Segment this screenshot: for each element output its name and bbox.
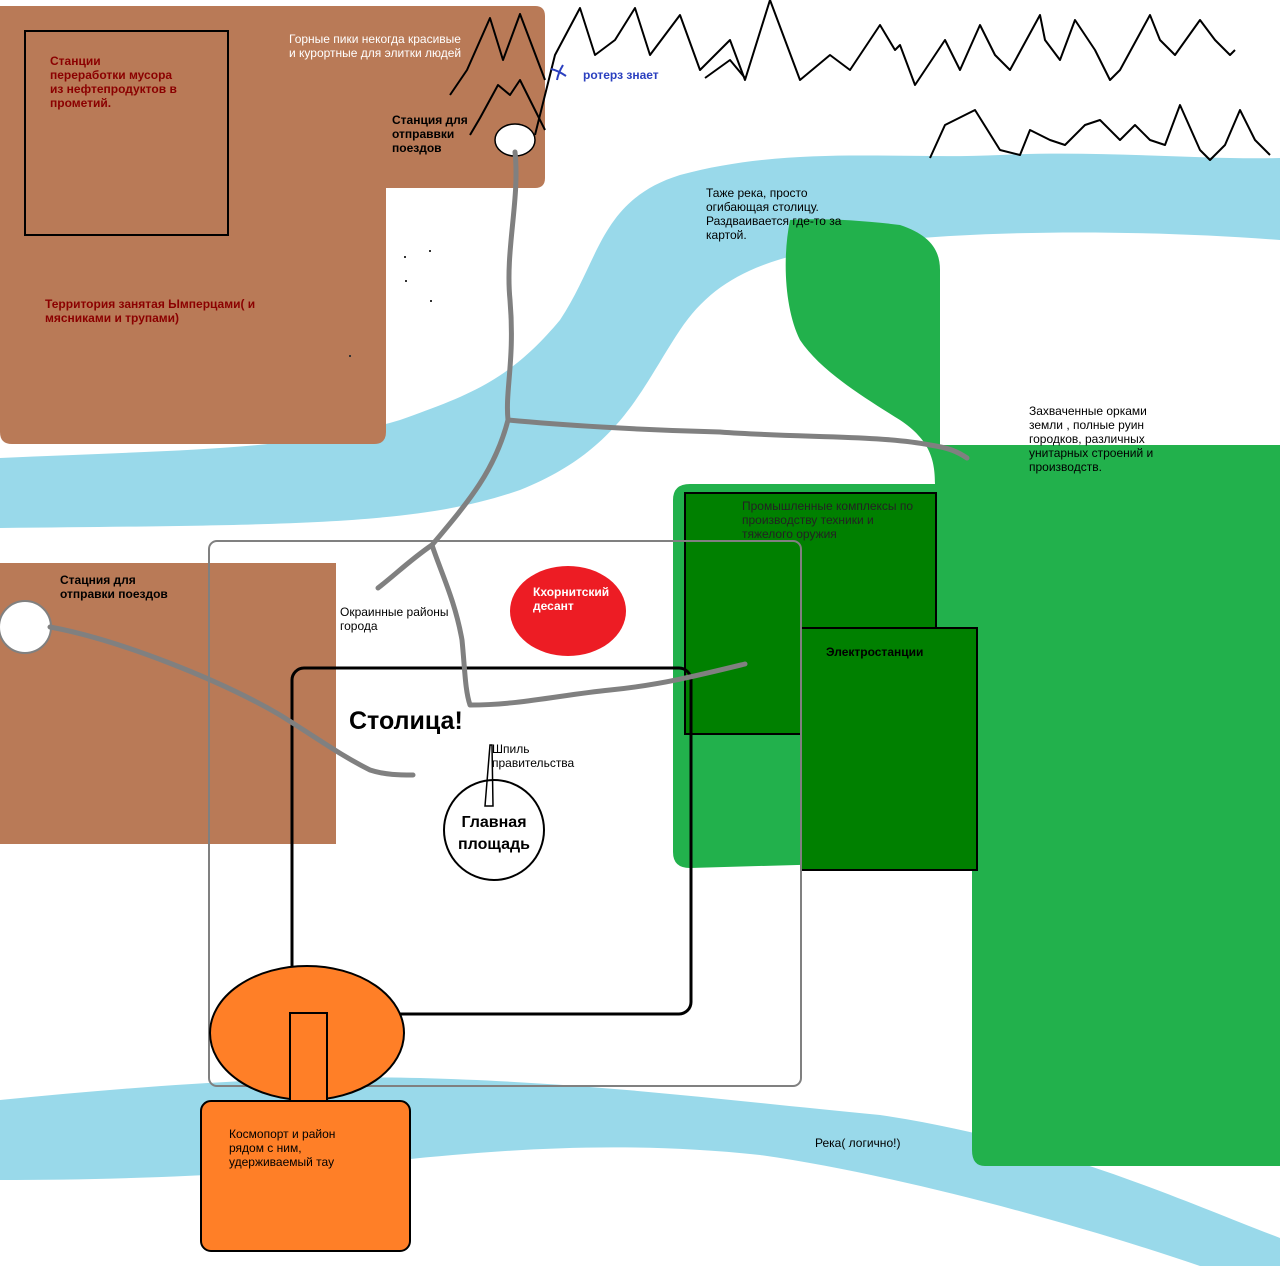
khornite-landing <box>510 566 626 656</box>
garbage-stations-box <box>24 30 229 236</box>
spaceport-connector <box>289 1012 328 1103</box>
outskirts-label: Окраинные районы города <box>340 605 449 633</box>
ground-specks <box>349 250 432 357</box>
train-station-west <box>0 600 52 654</box>
power-plants-label: Электростанции <box>826 645 924 659</box>
river-north-label: Таже река, просто огибающая столицу. Раз… <box>706 186 842 242</box>
spaceport <box>200 1100 411 1252</box>
mountain-ridge-5 <box>929 104 1271 161</box>
occupied-territory-west <box>0 563 336 844</box>
mountain-ridge-3 <box>534 0 1236 136</box>
main-square-label: Главная площадь <box>458 814 530 853</box>
mountains-label: Горные пики некогда красивые и курортные… <box>289 32 462 60</box>
mountain-ridge-4 <box>704 59 746 79</box>
roterz-label: ротерз знает <box>583 68 659 82</box>
mountain-ridge-1 <box>449 13 546 96</box>
mountain-ridge-2 <box>469 79 546 136</box>
capital-label: Столица! <box>349 707 463 735</box>
spire-label: Шпиль правительства <box>492 742 575 770</box>
industrial-label: Промышленные комплексы по производству т… <box>742 499 914 541</box>
occupied-territory-label: Территория занятая Ымперцами( и мясникам… <box>45 297 256 325</box>
station-west-label: Стацния для отправки поездов <box>60 573 168 601</box>
rail-east-to-orklands <box>505 417 970 461</box>
capital-boundary <box>290 666 693 1016</box>
government-spire <box>484 744 494 807</box>
garbage-stations-label: Станции переработки мусора из нефтепроду… <box>50 54 177 110</box>
landing-label: Кхорнитский десант <box>533 585 610 613</box>
occupied-territory-north <box>0 6 545 444</box>
station-north-label: Станция для отправвки поездов <box>392 113 468 155</box>
cross-marker-icon <box>550 64 567 81</box>
rail-north <box>375 149 519 591</box>
mountains <box>449 0 1271 161</box>
river-south-label: Река( логично!) <box>815 1136 901 1150</box>
river-north <box>0 153 1280 528</box>
power-plants <box>800 627 978 871</box>
railways <box>47 149 970 778</box>
rail-to-capital <box>429 542 748 708</box>
spaceport-label: Космопорт и район рядом с ним, удерживае… <box>229 1127 336 1169</box>
ork-lands-label: Захваченные орками земли , полные руин г… <box>1029 404 1154 474</box>
main-square <box>443 779 545 881</box>
rail-west <box>47 624 416 778</box>
outskirts-boundary <box>208 540 802 1087</box>
